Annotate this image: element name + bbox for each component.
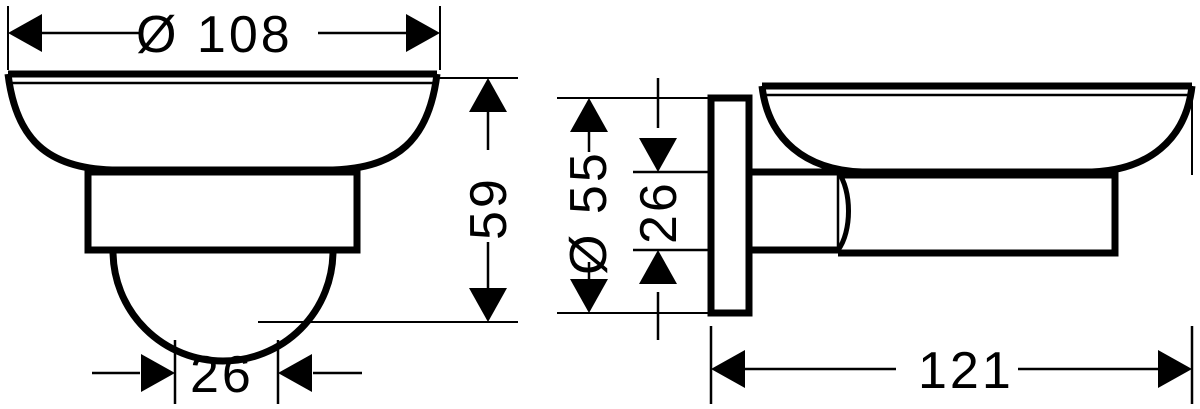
arm-transition-curve	[835, 170, 851, 252]
arrowhead-right-121	[1158, 350, 1192, 388]
dim-label-height-59: 59	[460, 176, 518, 240]
arrowhead-right-108	[406, 14, 440, 52]
arrowhead-left-121	[711, 350, 745, 388]
dimension-projection-121: 121	[709, 326, 1194, 404]
arrowhead-left-26-front	[141, 354, 175, 392]
wall-plate-rect	[707, 94, 753, 317]
mount-block-rect	[84, 168, 361, 254]
dimension-base-width-26: 26	[92, 340, 362, 404]
dim-label-diameter-108: Ø 108	[136, 6, 293, 64]
arrowhead-bottom-55	[570, 279, 608, 313]
dimension-height-59: 59	[258, 77, 518, 323]
mount-bottom-semicircle	[109, 250, 337, 365]
side-view-geometry	[707, 82, 1196, 317]
arrowhead-right-26-front	[278, 354, 312, 392]
dim-label-arm-diameter-26: 26	[630, 180, 688, 244]
arrowhead-bottom-26-side	[639, 250, 677, 284]
side-bowl-right-curve	[1091, 85, 1196, 176]
arrowhead-left-108	[8, 14, 42, 52]
arrowhead-top-55	[570, 98, 608, 132]
side-bowl-left-curve	[758, 85, 863, 176]
dim-label-projection-121: 121	[918, 342, 1014, 400]
front-view-geometry	[4, 70, 441, 365]
dimension-diameter-108: Ø 108	[7, 6, 441, 70]
arrowhead-top-59	[469, 78, 507, 112]
dimension-arm-diameter-26: 26	[630, 78, 708, 340]
bowl-outer-profile	[4, 73, 441, 174]
arrowhead-top-26-side	[639, 138, 677, 172]
dim-label-plate-diameter-55: Ø 55	[560, 150, 618, 275]
dim-label-base-width-26: 26	[190, 346, 254, 404]
body-block-outline	[838, 171, 1119, 257]
arrowhead-bottom-59	[469, 288, 507, 322]
dimension-plate-diameter-55: Ø 55	[557, 97, 708, 314]
